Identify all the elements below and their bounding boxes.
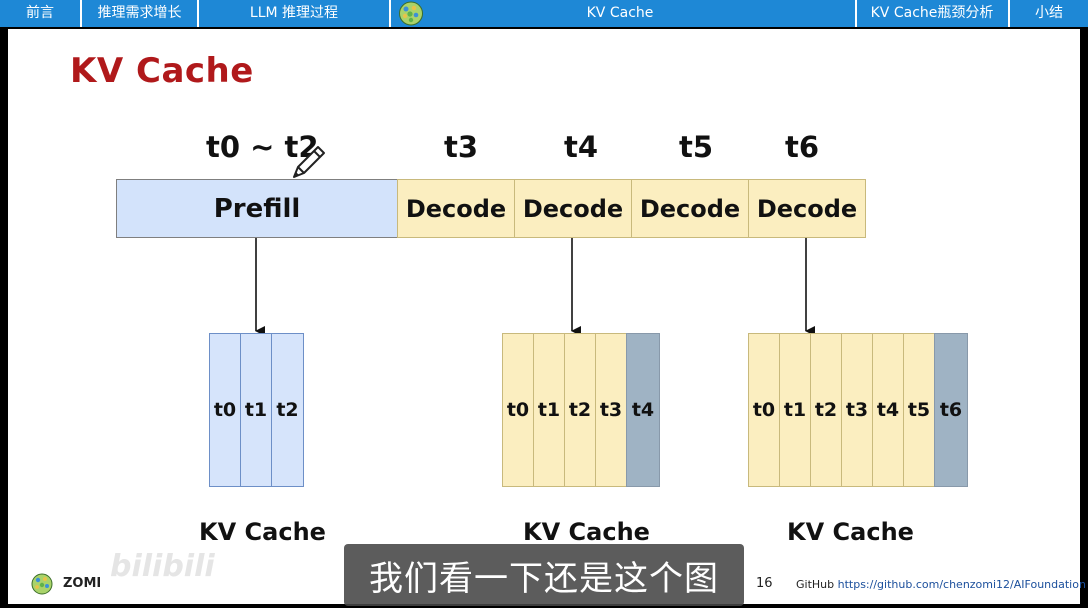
github-link[interactable]: https://github.com/chenzomi12/AIFoundati…	[837, 578, 1086, 591]
prefill-stage: Prefill	[116, 179, 398, 238]
page-number: 16	[756, 576, 773, 591]
cache1-token-t2: t2	[271, 333, 304, 487]
cache1-token-t0: t0	[209, 333, 241, 487]
cache2-token-t4-new: t4	[626, 333, 660, 487]
time-label-t5: t5	[679, 130, 714, 164]
earth-logo-icon	[399, 1, 423, 26]
cache2-token-t0: t0	[502, 333, 534, 487]
decode-stage-t5: Decode	[631, 179, 749, 238]
time-label-t4: t4	[564, 130, 599, 164]
cache3-token-t2: t2	[810, 333, 842, 487]
time-label-t3: t3	[444, 130, 479, 164]
nav-divider	[855, 0, 857, 27]
cache1-label: KV Cache	[199, 518, 326, 546]
nav-tab-demand-growth[interactable]: 推理需求增长	[97, 5, 182, 21]
cache1-token-t1: t1	[240, 333, 272, 487]
bilibili-watermark: bilibili	[110, 549, 215, 584]
cache3-token-t5: t5	[903, 333, 935, 487]
top-navigation-bar: 前言 推理需求增长 LLM 推理过程 KV Cache KV Cache瓶颈分析…	[0, 0, 1088, 27]
zomi-brand-text: ZOMI	[63, 576, 102, 591]
cache3-token-t1: t1	[779, 333, 811, 487]
decode-stage-t4: Decode	[514, 179, 632, 238]
nav-tab-kv-bottleneck[interactable]: KV Cache瓶颈分析	[870, 5, 994, 21]
flow-arrows	[255, 238, 815, 336]
cache3-token-t3: t3	[841, 333, 873, 487]
nav-divider	[389, 0, 391, 27]
github-credit: GitHub https://github.com/chenzomi12/AIF…	[796, 578, 1086, 591]
cache3-token-t4: t4	[872, 333, 904, 487]
video-subtitle: 我们看一下还是这个图	[344, 544, 744, 606]
cache3-token-t6-new: t6	[934, 333, 968, 487]
time-label-prefill: t0 ~ t2	[206, 130, 319, 164]
cache2-token-t3: t3	[595, 333, 627, 487]
github-prefix: GitHub	[796, 578, 835, 591]
cache2-token-t2: t2	[564, 333, 596, 487]
cache2-token-t1: t1	[533, 333, 565, 487]
nav-tab-summary[interactable]: 小结	[1035, 5, 1063, 21]
nav-divider	[80, 0, 82, 27]
slide-title: KV Cache	[70, 51, 254, 91]
nav-divider	[1008, 0, 1010, 27]
cache2-label: KV Cache	[523, 518, 650, 546]
nav-tab-llm-inference[interactable]: LLM 推理过程	[249, 5, 339, 21]
time-label-t6: t6	[785, 130, 820, 164]
zomi-logo-icon	[31, 573, 53, 595]
slide-canvas: KV Cache t0 ~ t2 t3 t4 t5 t6 Prefill Dec…	[8, 29, 1086, 604]
decode-stage-t6: Decode	[748, 179, 866, 238]
nav-tab-kv-cache[interactable]: KV Cache	[586, 5, 654, 21]
cache3-label: KV Cache	[787, 518, 914, 546]
nav-divider	[197, 0, 199, 27]
cache3-token-t0: t0	[748, 333, 780, 487]
nav-tab-intro[interactable]: 前言	[26, 5, 54, 21]
pen-cursor-icon	[293, 146, 325, 178]
